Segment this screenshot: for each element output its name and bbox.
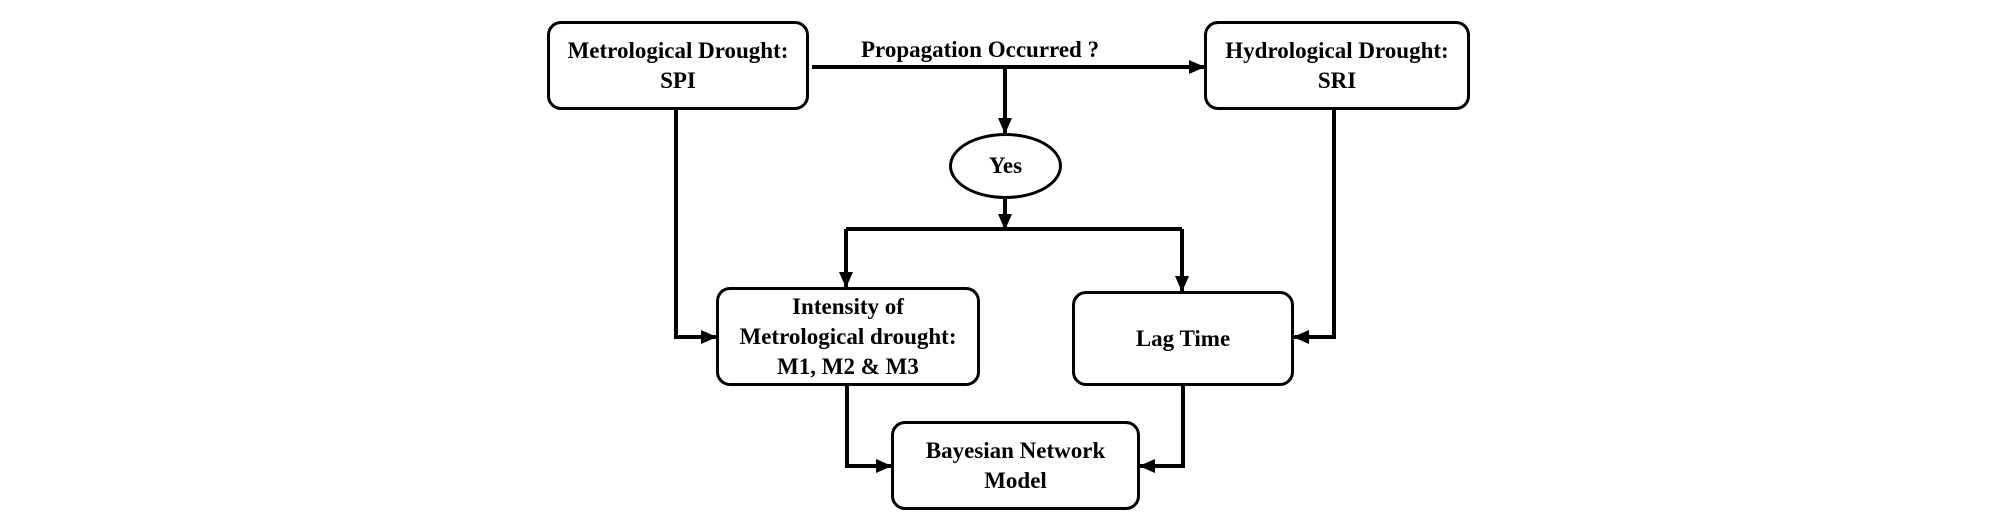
intensity-box: Intensity of Metrological drought: M1, M… [716, 287, 980, 386]
intensity-line-1: Intensity of [792, 293, 904, 319]
hydrological-drought-box: Hydrological Drought: SRI [1204, 21, 1470, 110]
hydrological-drought-index: SRI [1317, 67, 1357, 93]
lag-time-box: Lag Time [1072, 291, 1294, 386]
intensity-line-3: M1, M2 & M3 [777, 353, 919, 379]
bayesian-network-model-box: Bayesian Network Model [891, 421, 1140, 510]
arrow-sri-to-lag-time [1293, 110, 1336, 344]
arrow-spi-to-intensity [674, 110, 717, 344]
bayesian-model-line-1: Bayesian Network [925, 437, 1106, 463]
meteorological-drought-index: SPI [660, 67, 696, 93]
hydrological-drought-title: Hydrological Drought: [1225, 37, 1449, 63]
bayesian-model-line-2: Model [984, 467, 1047, 493]
meteorological-drought-box: Metrological Drought: SPI [547, 21, 809, 110]
propagation-label: Propagation Occurred ? [861, 37, 1100, 62]
arrow-lag-time-to-model [1139, 386, 1185, 473]
meteorological-drought-title: Metrological Drought: [567, 37, 789, 63]
decision-yes-oval: Yes [949, 133, 1062, 199]
intensity-line-2: Metrological drought: [739, 323, 957, 349]
decision-yes-label: Yes [988, 153, 1023, 178]
lag-time-label: Lag Time [1135, 325, 1231, 351]
arrow-intensity-to-model [845, 386, 892, 473]
